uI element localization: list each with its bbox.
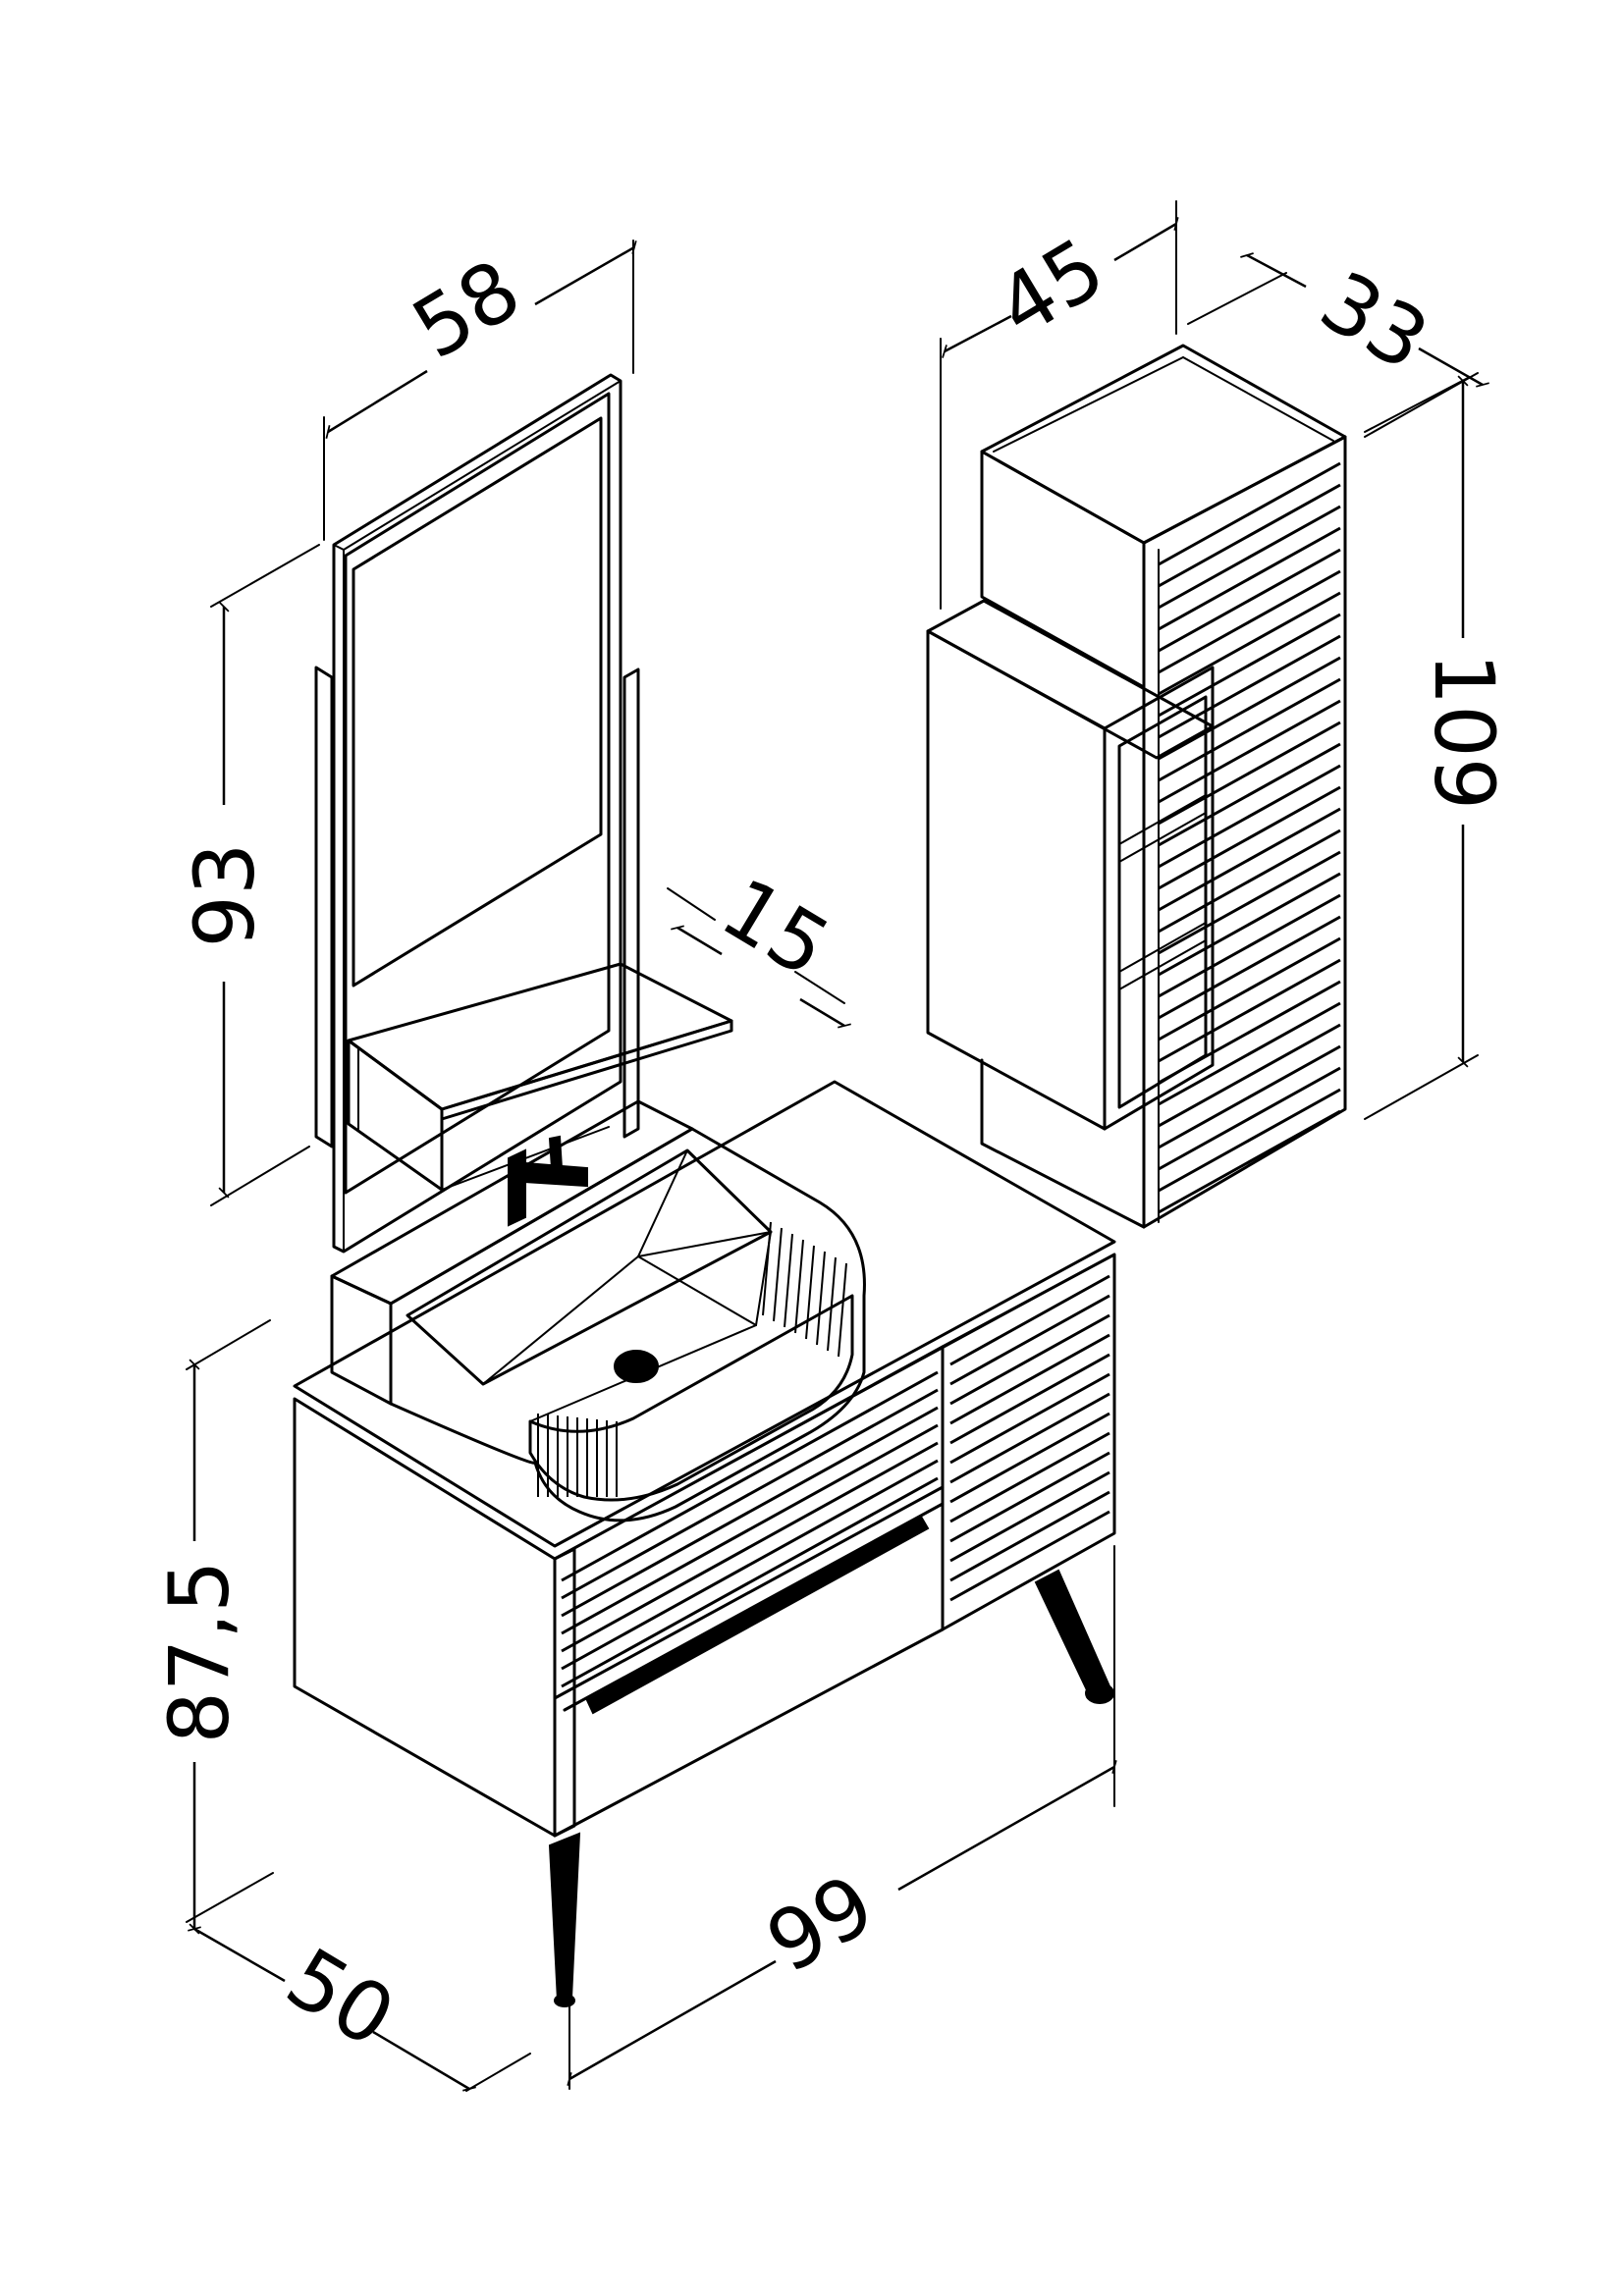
slat-line xyxy=(1158,828,1341,934)
basin-rib xyxy=(762,1221,772,1316)
slat-line xyxy=(1158,1109,1341,1214)
basin-rib xyxy=(805,1245,815,1340)
slat-line xyxy=(1158,807,1341,912)
dim-label-33: 33 xyxy=(1305,253,1444,390)
slat-line xyxy=(949,1353,1110,1445)
vanity-unit xyxy=(293,1080,1116,2007)
slat-line xyxy=(1158,677,1341,782)
dim-label-87-5: 87,5 xyxy=(151,1560,247,1743)
slat-line xyxy=(949,1470,1110,1563)
basin-rib xyxy=(838,1262,847,1358)
mirror-unit xyxy=(314,373,733,1254)
slat-line xyxy=(1158,958,1341,1063)
slat-line xyxy=(1158,1001,1341,1106)
slat-line xyxy=(1158,1023,1341,1128)
slat-line xyxy=(1158,785,1341,890)
slat-line xyxy=(1158,613,1341,718)
slat-line xyxy=(1158,569,1341,674)
dim-label-93: 93 xyxy=(177,843,273,948)
slat-line xyxy=(949,1412,1110,1504)
slat-line xyxy=(1158,526,1341,631)
slat-line xyxy=(949,1294,1110,1386)
basin-rib xyxy=(794,1239,804,1334)
slat-line xyxy=(1158,872,1341,977)
slat-line xyxy=(1158,721,1341,826)
slat-line xyxy=(949,1274,1110,1366)
slat-line xyxy=(949,1372,1110,1465)
slat-line xyxy=(1158,936,1341,1041)
slat-line xyxy=(1158,548,1341,653)
dim-label-99: 99 xyxy=(751,1856,891,1992)
slat-line xyxy=(1158,893,1341,998)
slat-line xyxy=(1158,850,1341,955)
slat-line xyxy=(1158,1088,1341,1193)
slat-line xyxy=(1158,505,1341,610)
slat-line xyxy=(949,1333,1110,1425)
slat-line xyxy=(949,1451,1110,1543)
dim-label-109: 109 xyxy=(1416,653,1512,810)
dim-label-58: 58 xyxy=(397,241,536,378)
slat-line xyxy=(1158,461,1341,566)
slat-line xyxy=(1158,742,1341,847)
basin-rib xyxy=(816,1251,826,1346)
dim-label-45: 45 xyxy=(981,220,1120,356)
dim-label-50: 50 xyxy=(271,1930,410,2066)
slat-line xyxy=(1158,699,1341,804)
slat-line xyxy=(1158,591,1341,696)
slat-line xyxy=(1158,634,1341,739)
slat-line xyxy=(949,1313,1110,1406)
slat-line xyxy=(561,1388,939,1600)
dim-label-15: 15 xyxy=(706,860,845,996)
slat-line xyxy=(561,1423,939,1635)
mirror-dimensions: 58 93 15 xyxy=(177,240,851,1206)
slat-line xyxy=(1158,764,1341,869)
slat-line xyxy=(561,1370,939,1582)
slat-line xyxy=(1158,483,1341,588)
slat-line xyxy=(1158,1066,1341,1171)
slat-line xyxy=(949,1510,1110,1602)
slat-line xyxy=(949,1490,1110,1582)
tall-cabinet xyxy=(926,344,1347,1229)
basin-rib xyxy=(784,1233,793,1328)
slat-line xyxy=(561,1476,939,1688)
slat-line xyxy=(561,1406,939,1618)
slat-line xyxy=(1158,915,1341,1020)
slat-line xyxy=(561,1441,939,1653)
slat-line xyxy=(1158,656,1341,761)
basin-rib xyxy=(773,1227,783,1322)
slat-line xyxy=(561,1459,939,1671)
slat-line xyxy=(949,1431,1110,1523)
slat-line xyxy=(949,1392,1110,1484)
slat-line xyxy=(1158,1044,1341,1149)
basin-rib xyxy=(827,1256,837,1352)
